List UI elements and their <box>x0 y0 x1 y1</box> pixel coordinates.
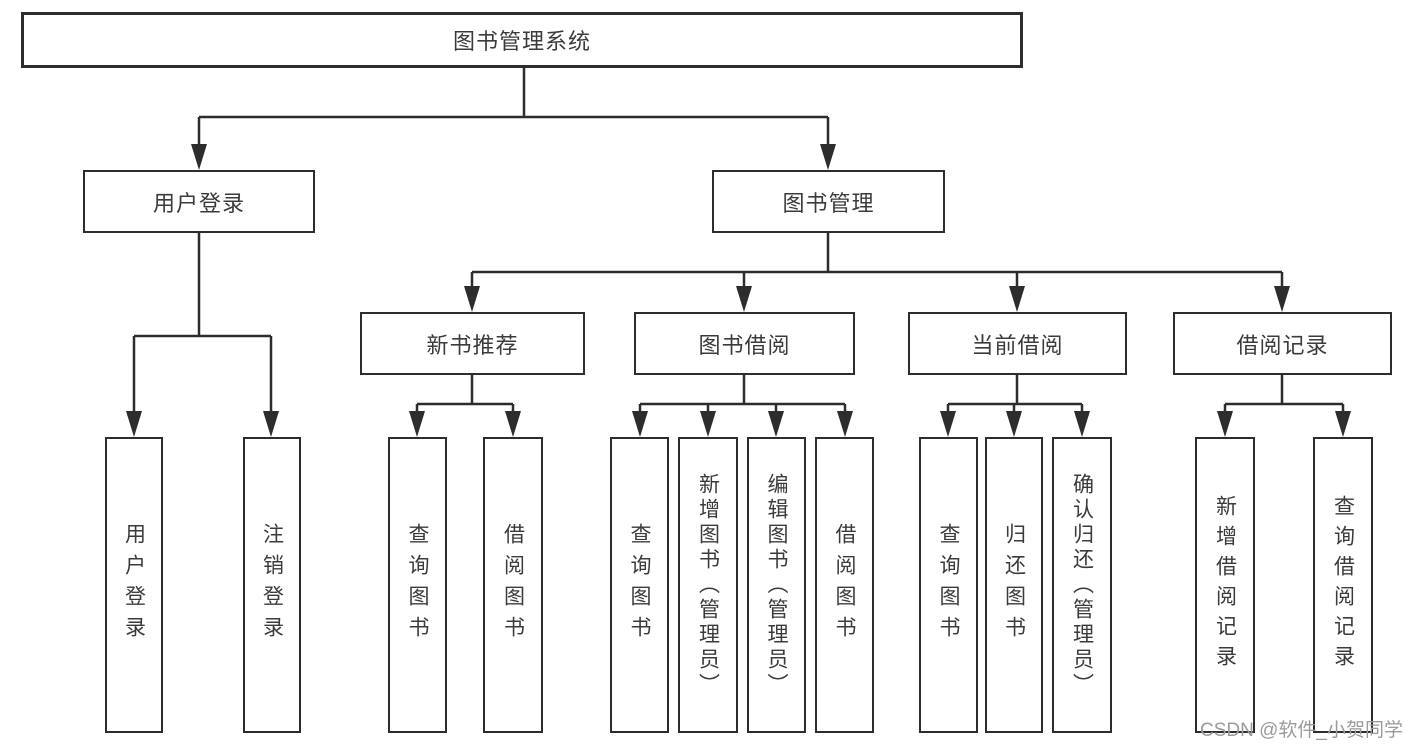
connector-current-borrow-children <box>946 375 1084 413</box>
node-leaf-confirm-return-admin: 确认归还（管理员） <box>1052 437 1112 733</box>
node-label: 编辑图书（管理员） <box>765 472 788 698</box>
node-leaf-query-borrow-record: 查询借阅记录 <box>1313 437 1373 733</box>
node-label: 新增借阅记录 <box>1213 495 1237 675</box>
node-label: 图书管理系统 <box>452 29 591 54</box>
node-label: 归还图书 <box>1002 523 1026 647</box>
node-leaf-borrow-books-b: 借阅图书 <box>815 437 874 733</box>
node-label: 查询图书 <box>628 523 651 647</box>
node-current-borrow: 当前借阅 <box>908 312 1127 375</box>
connector-book-borrow-children <box>638 375 847 413</box>
node-label: 用户登录 <box>152 190 245 216</box>
node-leaf-add-book-admin: 新增图书（管理员） <box>678 437 738 733</box>
arrow-down-icon <box>700 411 716 437</box>
node-label: 用户登录 <box>122 523 146 647</box>
watermark: CSDN @软件_小贺同学 <box>1200 720 1403 741</box>
connector-new-book-children <box>415 375 515 413</box>
node-book-management: 图书管理 <box>712 170 945 233</box>
arrow-down-icon <box>1006 411 1022 437</box>
node-label: 借阅图书 <box>501 523 525 647</box>
arrow-down-icon <box>768 411 784 437</box>
connector-book-mgmt-to-level3 <box>470 233 1284 288</box>
node-label: 查询图书 <box>937 523 960 647</box>
arrow-down-icon <box>837 411 853 437</box>
arrow-down-icon <box>820 144 836 170</box>
node-leaf-edit-book-admin: 编辑图书（管理员） <box>747 437 806 733</box>
arrow-down-icon <box>1009 286 1025 312</box>
connector-borrow-record-children <box>1223 375 1345 413</box>
node-label: 新增图书（管理员） <box>696 472 720 698</box>
arrow-down-icon <box>464 286 480 312</box>
node-leaf-query-books-a: 查询图书 <box>388 437 447 733</box>
arrow-down-icon <box>126 411 142 437</box>
node-label: 查询图书 <box>406 523 429 647</box>
node-leaf-user-login: 用户登录 <box>105 437 163 733</box>
node-borrow-records: 借阅记录 <box>1173 312 1392 375</box>
node-label: 查询借阅记录 <box>1331 495 1355 675</box>
node-leaf-add-borrow-record: 新增借阅记录 <box>1195 437 1255 733</box>
arrow-down-icon <box>191 144 207 170</box>
node-label: 确认归还（管理员） <box>1070 472 1094 698</box>
node-book-borrow: 图书借阅 <box>634 312 855 375</box>
node-label: 新书推荐 <box>426 332 519 358</box>
connector-root-to-level2 <box>197 68 830 146</box>
connector-user-login-children <box>132 233 273 413</box>
arrow-down-icon <box>1274 286 1290 312</box>
node-root: 图书管理系统 <box>21 12 1023 68</box>
arrow-down-icon <box>1335 411 1351 437</box>
node-label: 借阅记录 <box>1236 332 1329 358</box>
node-label: 借阅图书 <box>833 523 856 647</box>
node-leaf-logout: 注销登录 <box>243 437 301 733</box>
node-leaf-return-book: 归还图书 <box>985 437 1043 733</box>
node-label: 图书借阅 <box>698 332 791 358</box>
arrow-down-icon <box>632 411 648 437</box>
arrow-down-icon <box>505 411 521 437</box>
arrow-down-icon <box>1217 411 1233 437</box>
arrow-down-icon <box>736 286 752 312</box>
arrowheads <box>126 144 1351 437</box>
arrow-down-icon <box>940 411 956 437</box>
node-leaf-query-books-c: 查询图书 <box>919 437 978 733</box>
node-leaf-query-books-b: 查询图书 <box>610 437 669 733</box>
arrow-down-icon <box>263 411 279 437</box>
node-label: 注销登录 <box>260 523 284 647</box>
node-label: 当前借阅 <box>971 332 1064 358</box>
node-user-login: 用户登录 <box>83 170 315 233</box>
arrow-down-icon <box>1074 411 1090 437</box>
node-new-book-recommend: 新书推荐 <box>360 312 585 375</box>
node-label: 图书管理 <box>782 190 875 216</box>
connector-segments <box>132 68 1345 413</box>
arrow-down-icon <box>409 411 425 437</box>
node-leaf-borrow-books-a: 借阅图书 <box>483 437 543 733</box>
